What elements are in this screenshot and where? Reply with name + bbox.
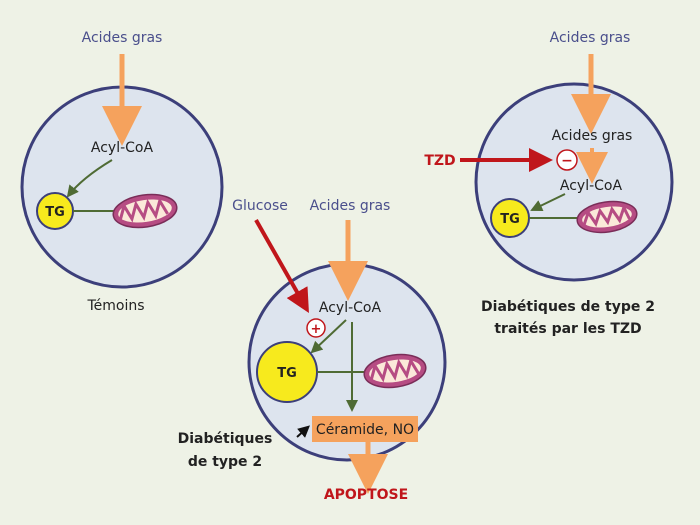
acyl-to-tg-arrow xyxy=(310,319,347,354)
tg-label: TG xyxy=(45,205,65,220)
fatty-acids-label: Acides gras xyxy=(310,198,391,214)
panel-temoins: Acides gras Acyl-CoA TG Témoins xyxy=(20,30,224,314)
caption-diabetiques-line2: de type 2 xyxy=(188,454,262,470)
apoptose-label: APOPTOSE xyxy=(324,487,408,503)
ceramide-label: Céramide, NO xyxy=(316,422,414,438)
acyl-coa-label: Acyl-CoA xyxy=(91,140,154,156)
acyl-to-tg-arrow xyxy=(66,159,113,198)
mitochondrion-icon xyxy=(112,193,178,229)
plus-icon: + xyxy=(311,322,322,337)
glucose-arrow xyxy=(254,219,309,313)
acyl-coa-label: Acyl-CoA xyxy=(319,300,382,316)
tg-label: TG xyxy=(277,366,297,381)
panel-diabetiques: Glucose Acides gras Acyl-CoA + TG Cérami… xyxy=(178,198,447,503)
acyl-to-tg-arrow xyxy=(530,193,566,212)
caption-diabetiques-line1: Diabétiques xyxy=(178,431,273,447)
minus-badge xyxy=(556,149,578,171)
caption-tzd-line2: traités par les TZD xyxy=(494,321,641,337)
acyl-coa-label: Acyl-CoA xyxy=(560,178,623,194)
minus-icon: − xyxy=(561,153,573,169)
ceramide-box xyxy=(312,416,418,442)
plus-badge xyxy=(306,318,326,338)
fatty-acids-label: Acides gras xyxy=(82,30,163,46)
mitochondrion-icon xyxy=(576,200,638,234)
caption-tzd-line1: Diabétiques de type 2 xyxy=(481,299,655,315)
fatty-acids-label: Acides gras xyxy=(550,30,631,46)
inner-fatty-acids-label: Acides gras xyxy=(552,128,633,144)
caption-temoins: Témoins xyxy=(86,298,144,314)
mitochondrion-icon xyxy=(363,353,427,389)
tg-label: TG xyxy=(500,212,520,227)
panel-tzd: Acides gras Acides gras TZD − Acyl-CoA T… xyxy=(424,30,674,337)
ceramide-pointer-arrow xyxy=(296,425,310,438)
glucose-label: Glucose xyxy=(232,198,288,214)
tzd-label: TZD xyxy=(424,153,455,169)
